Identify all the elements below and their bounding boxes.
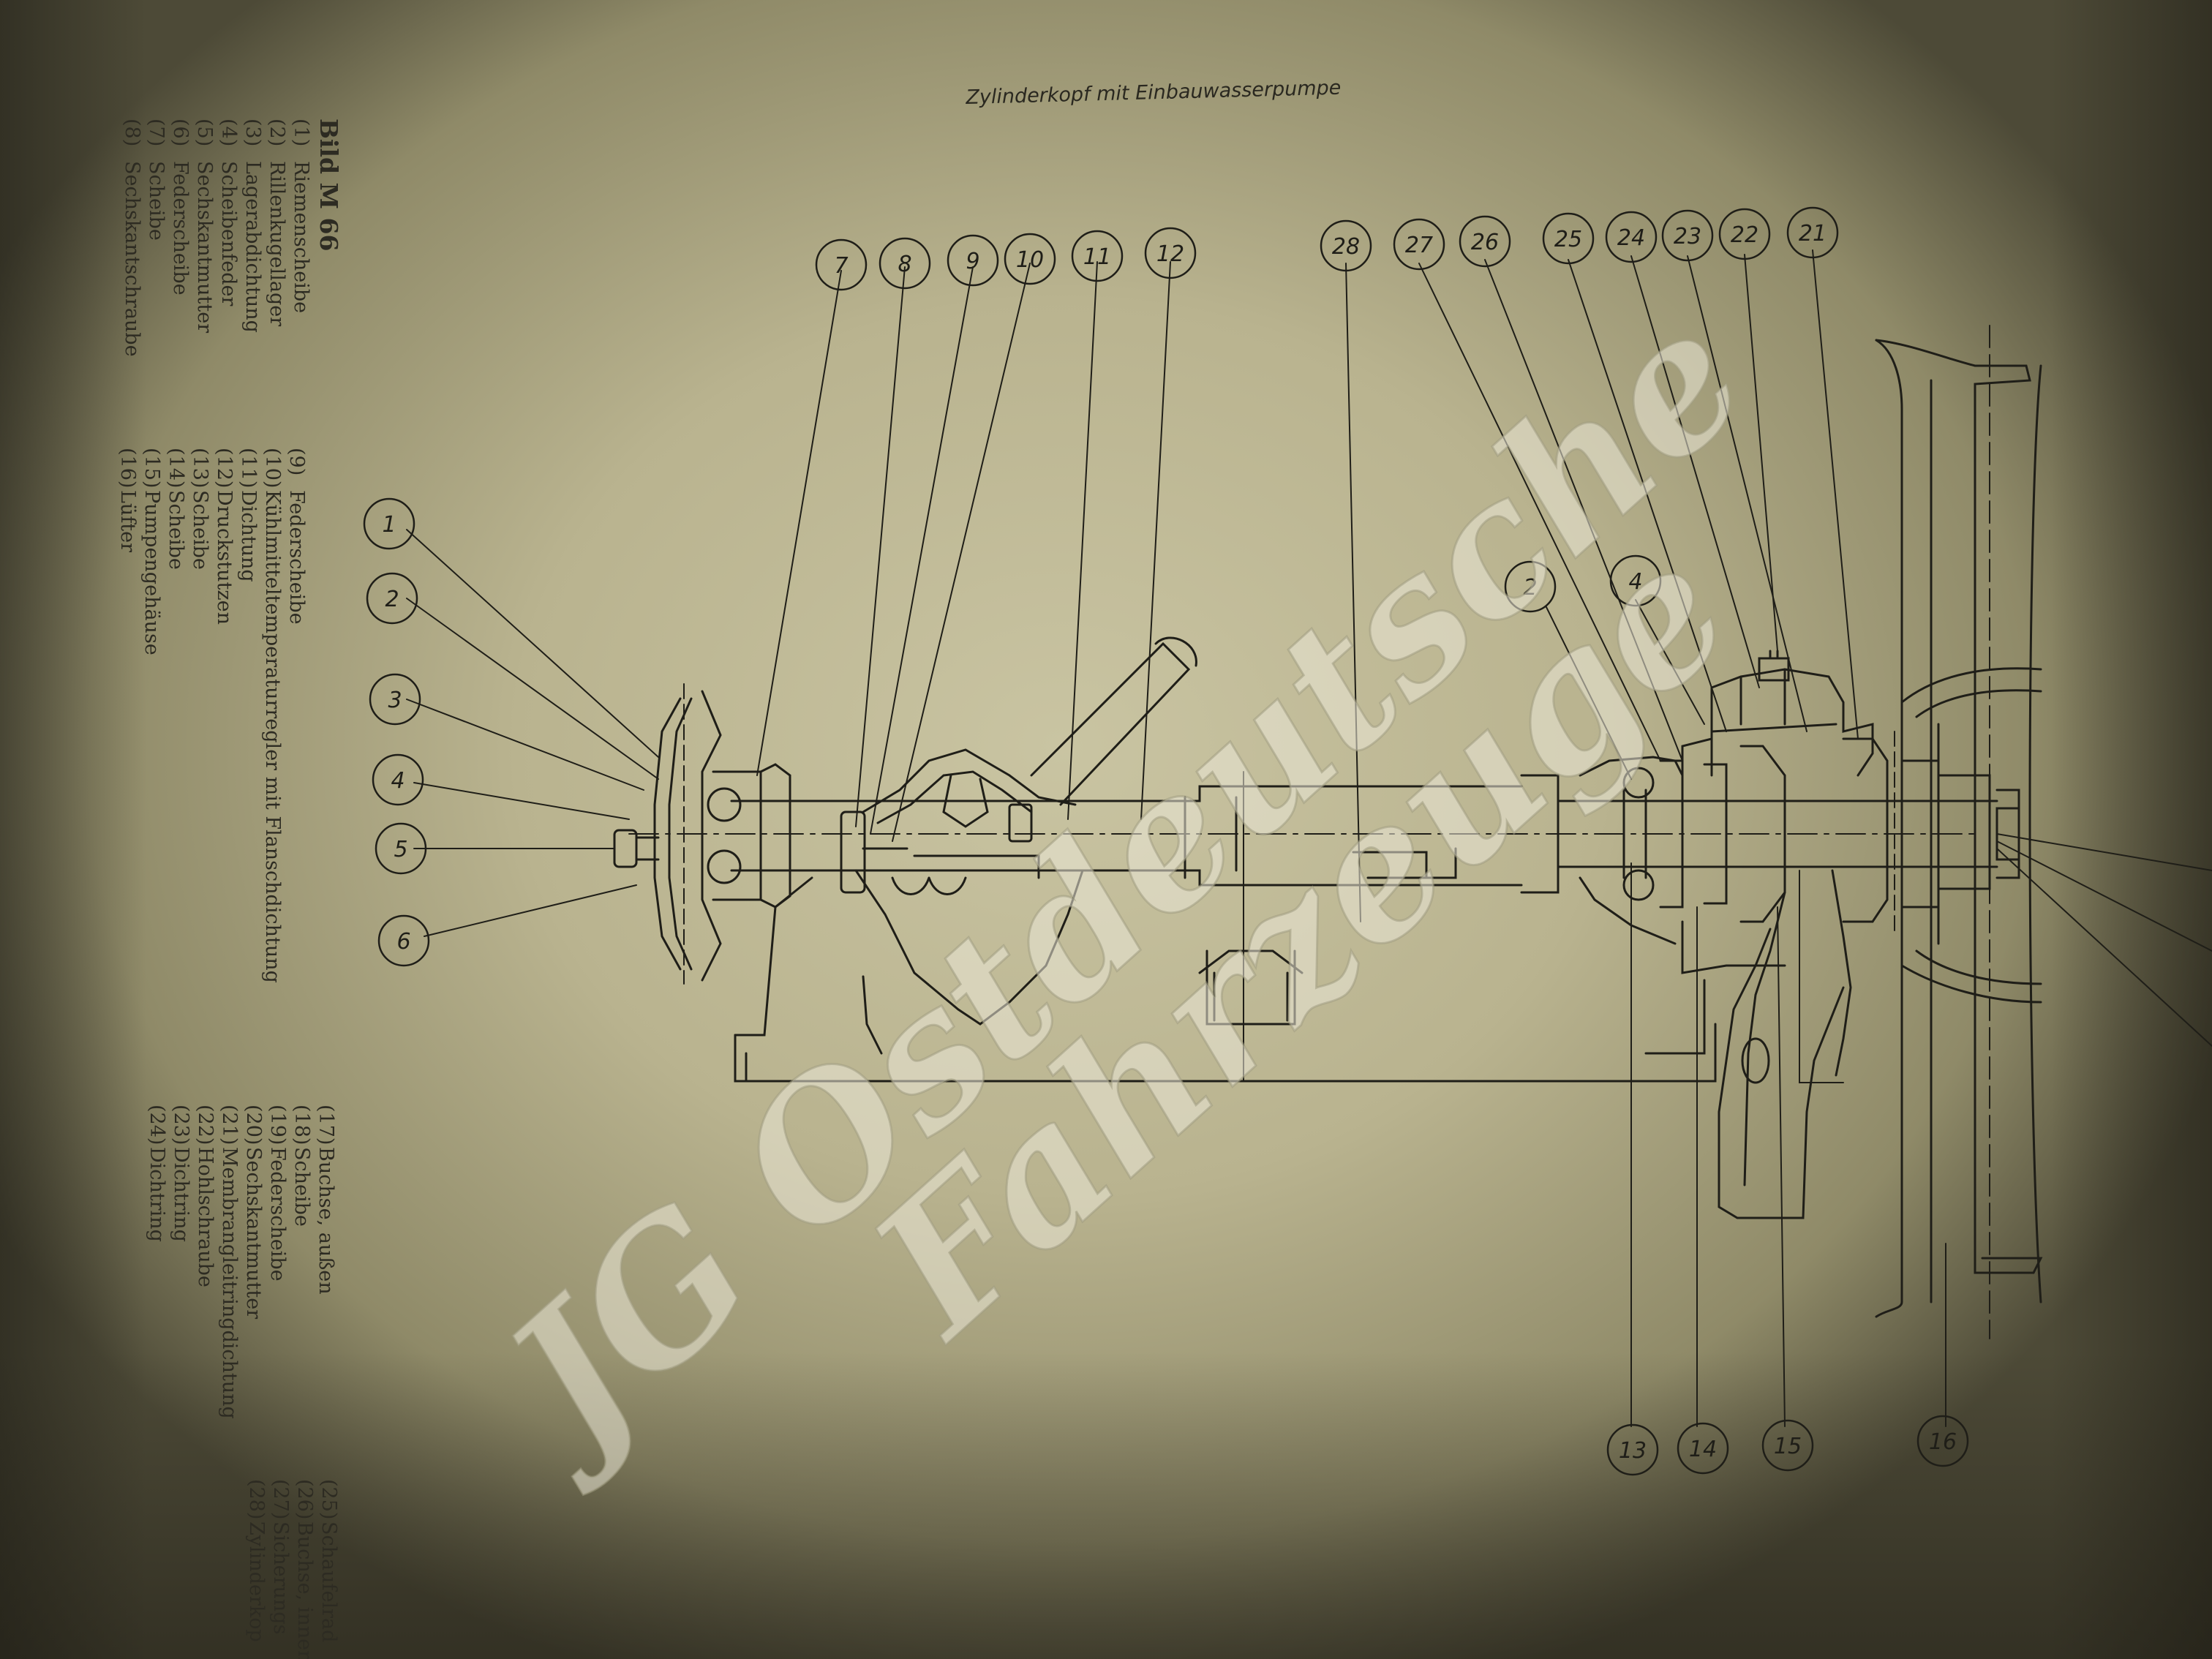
callout-label: 16	[1929, 1429, 1957, 1455]
callout-10: 10	[1004, 233, 1056, 285]
thermostat-housing	[840, 636, 1197, 1026]
callout-label: 5	[394, 837, 407, 862]
callout-4: 4	[372, 753, 424, 806]
callout-13: 13	[1606, 1423, 1659, 1476]
callout-14: 14	[1677, 1422, 1729, 1475]
callout-22: 22	[1718, 208, 1771, 260]
callout-label: 4	[391, 768, 405, 794]
callout-1: 1	[363, 497, 415, 550]
callout-11: 11	[1071, 230, 1124, 282]
callout-label: 4	[1628, 569, 1642, 595]
callout-25: 25	[1542, 212, 1595, 265]
callout-label: 15	[1774, 1434, 1802, 1459]
callout-28: 28	[1320, 219, 1372, 272]
pump-shaft	[628, 774, 1998, 894]
callout-label: 10	[1016, 247, 1044, 273]
callout-8: 8	[879, 237, 931, 290]
callout-6: 6	[377, 914, 430, 967]
leader-lines	[406, 249, 2212, 1427]
callout-23: 23	[1661, 209, 1714, 262]
belt-pulley	[613, 683, 791, 985]
callout-2: 2	[366, 572, 418, 625]
callout-label: 21	[1799, 221, 1827, 247]
callout-15: 15	[1761, 1419, 1814, 1472]
callout-label: 6	[396, 929, 410, 955]
fan	[1875, 325, 2043, 1339]
callout-24: 24	[1605, 211, 1658, 263]
callout-5: 5	[375, 822, 427, 875]
callout-27: 27	[1393, 218, 1445, 271]
callout-3: 3	[369, 673, 421, 726]
callout-4: 4	[1609, 554, 1662, 607]
callout-label: 23	[1674, 224, 1701, 249]
callout-label: 7	[834, 253, 848, 279]
callout-12: 12	[1144, 227, 1197, 279]
callout-label: 28	[1332, 234, 1360, 260]
callout-9: 9	[947, 234, 999, 287]
callout-label: 24	[1617, 225, 1645, 251]
callout-label: 9	[966, 249, 979, 274]
page-shadow-bottom	[0, 1352, 2212, 1659]
callout-7: 7	[815, 238, 868, 291]
callout-label: 27	[1405, 233, 1433, 258]
callout-label: 2	[385, 587, 399, 612]
callout-label: 25	[1554, 227, 1582, 252]
cylinder-head-block	[734, 771, 1717, 1083]
callout-label: 1	[382, 512, 396, 538]
callout-21: 21	[1786, 206, 1839, 259]
callout-2: 2	[1504, 560, 1557, 613]
callout-label: 8	[898, 252, 911, 277]
callout-label: 3	[388, 688, 402, 713]
callout-26: 26	[1459, 215, 1511, 268]
callout-label: 22	[1731, 222, 1758, 248]
callout-label: 26	[1471, 230, 1499, 255]
callout-label: 2	[1523, 575, 1537, 601]
callout-label: 11	[1083, 244, 1111, 270]
callout-label: 12	[1156, 241, 1184, 267]
callout-label: 13	[1619, 1438, 1647, 1464]
callout-16: 16	[1916, 1415, 1969, 1467]
callout-label: 14	[1689, 1437, 1717, 1462]
